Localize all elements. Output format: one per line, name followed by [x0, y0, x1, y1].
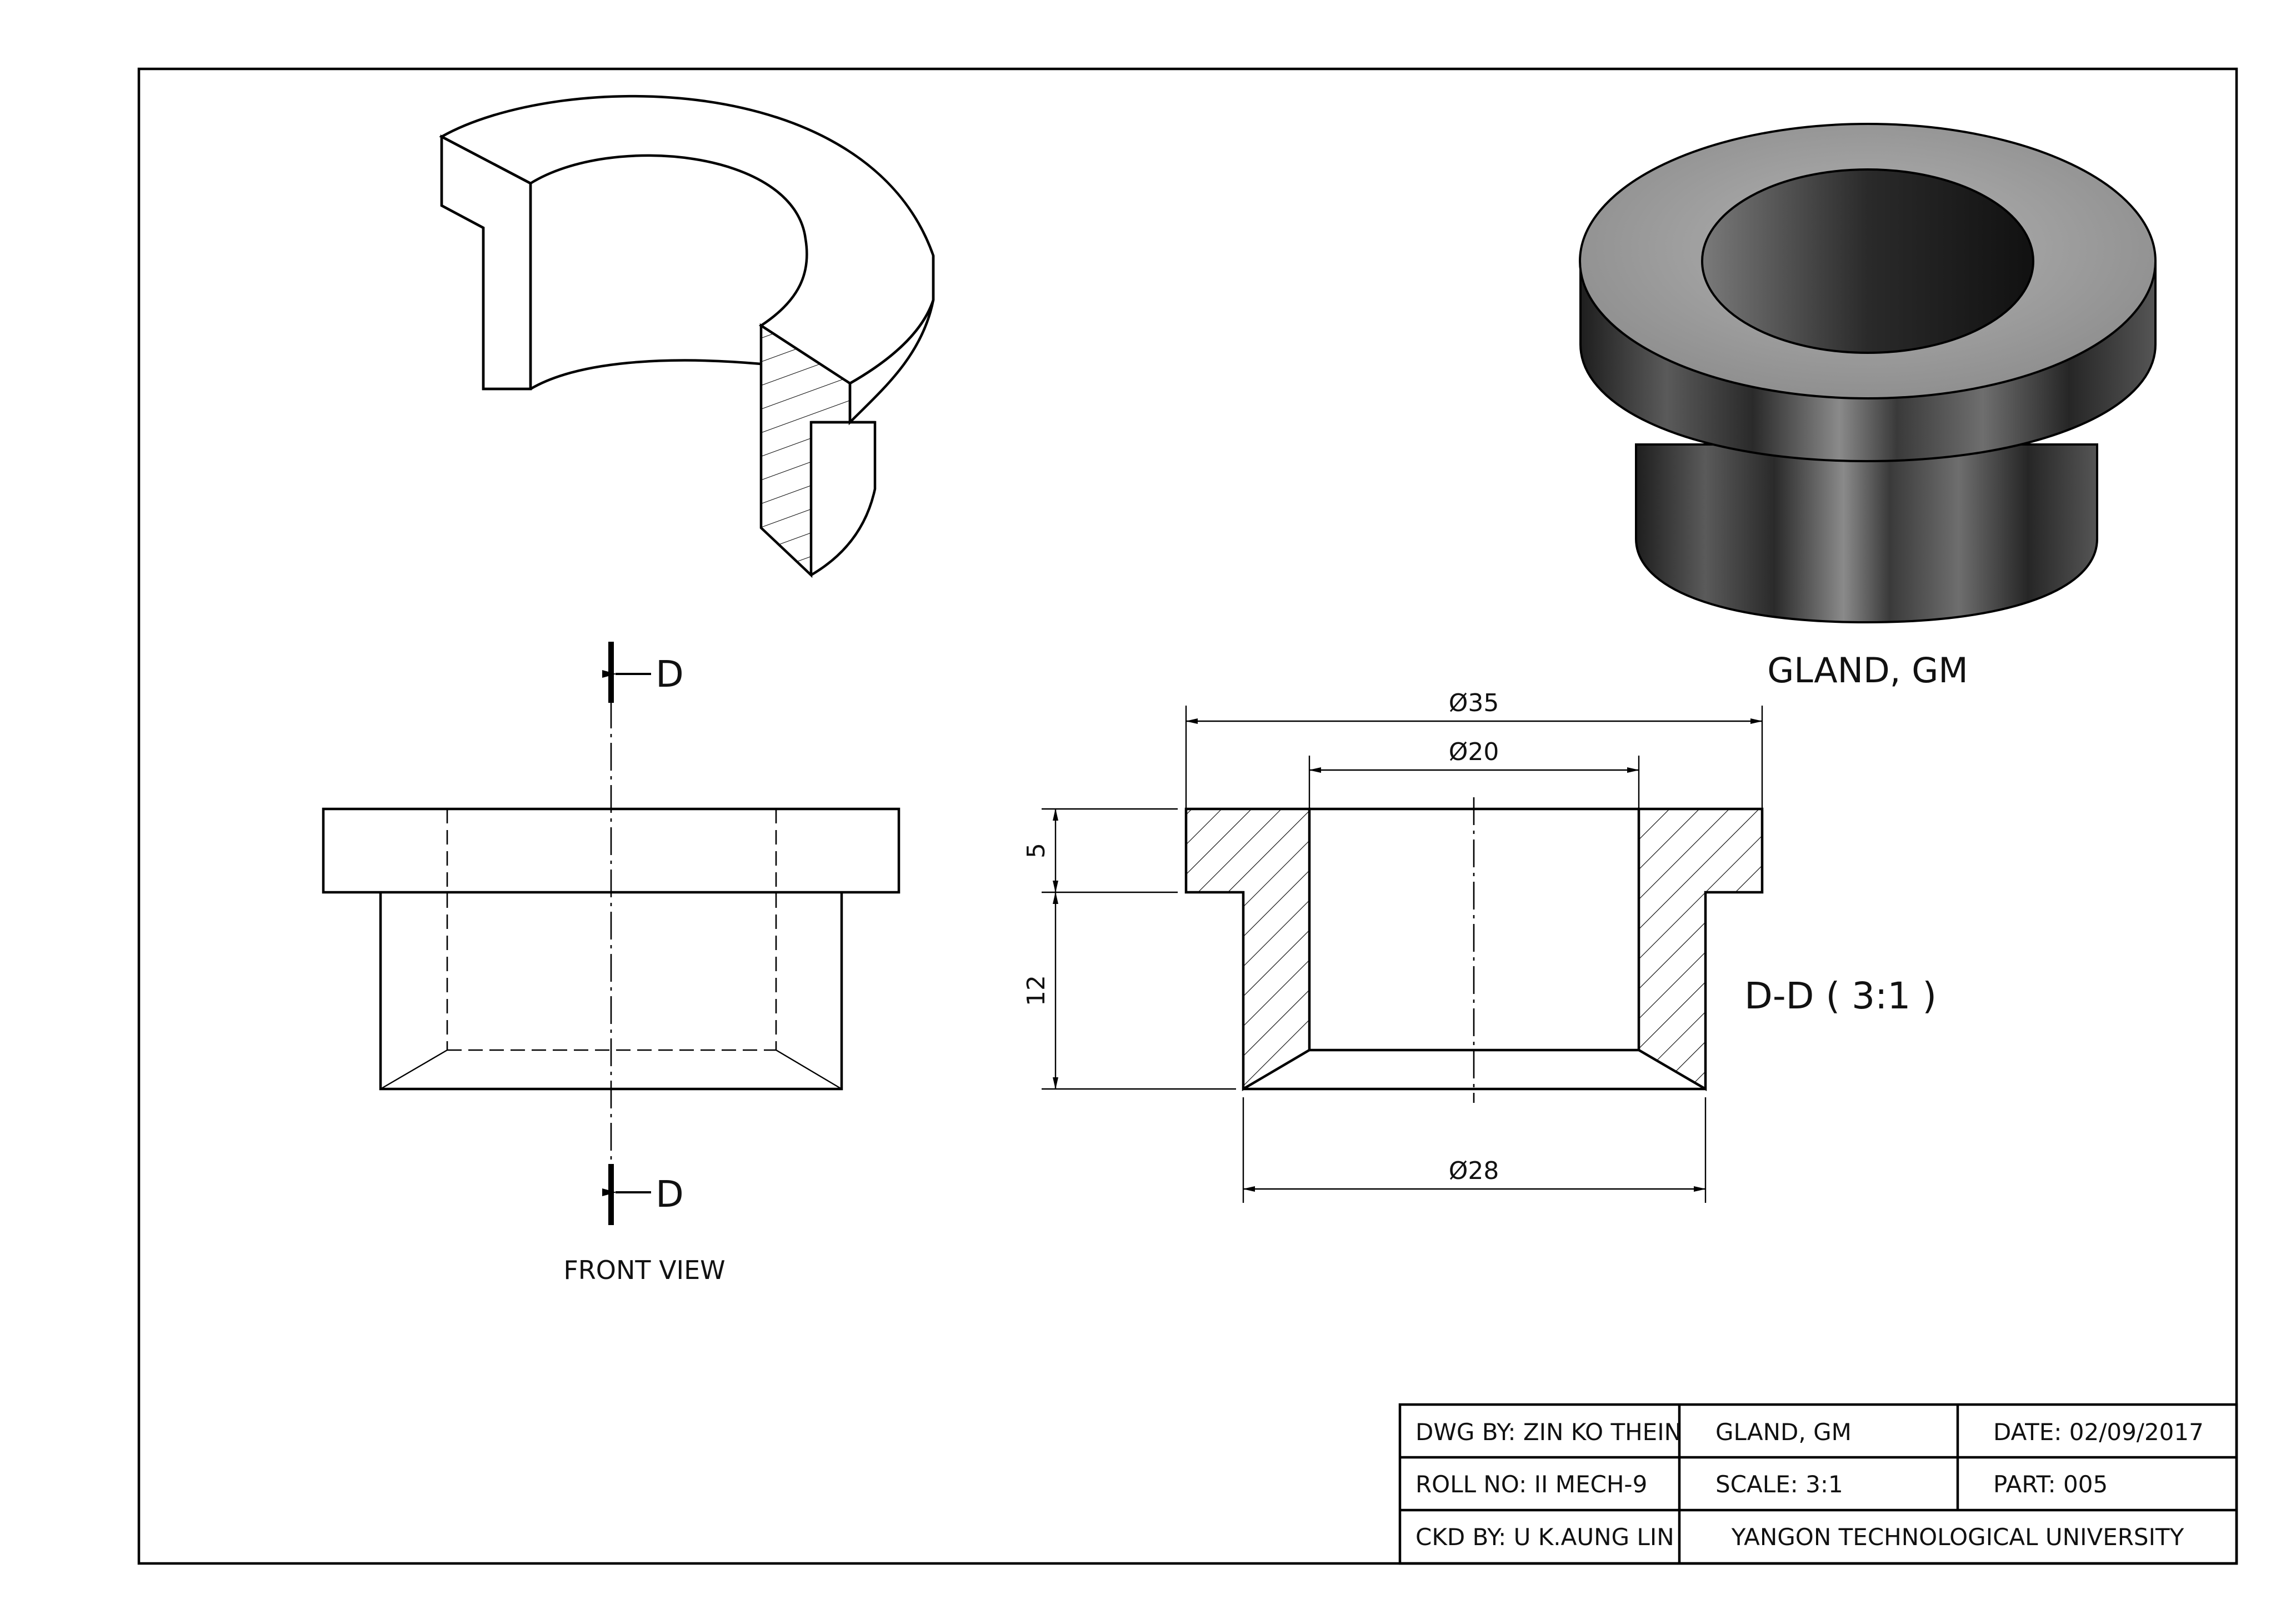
title-part-no: PART: 005: [1993, 1471, 2108, 1498]
title-part-name: GLAND, GM: [1715, 1418, 1852, 1446]
title-scale: SCALE: 3:1: [1715, 1471, 1843, 1498]
dim-outer-flange-diameter: Ø35: [1449, 689, 1499, 717]
section-caption: D-D ( 3:1 ): [1744, 975, 1937, 1017]
dim-bore-diameter: Ø20: [1449, 738, 1499, 766]
title-institution: YANGON TECHNOLOGICAL UNIVERSITY: [1731, 1523, 2184, 1551]
title-date: DATE: 02/09/2017: [1993, 1418, 2204, 1446]
front-view-caption: FRONT VIEW: [563, 1255, 725, 1285]
dim-body-height: 12: [1022, 975, 1051, 1006]
cutting-plane-label-top: D: [656, 653, 684, 696]
front-view: [322, 642, 901, 1225]
cutting-plane-label-bottom: D: [656, 1173, 684, 1216]
dim-body-diameter: Ø28: [1449, 1157, 1499, 1185]
sheet-border: [137, 67, 2238, 1565]
title-drawn-by: DWG BY: ZIN KO THEIN: [1415, 1418, 1682, 1446]
dim-flange-thickness: 5: [1022, 843, 1051, 858]
isometric-section-view: [439, 94, 935, 578]
shaded-3d-render: [1579, 123, 2157, 624]
section-view: [1042, 706, 1764, 1203]
title-block: [1398, 1403, 2238, 1565]
render-caption: GLAND, GM: [1767, 650, 1968, 691]
title-checked-by: CKD BY: U K.AUNG LIN: [1415, 1523, 1674, 1551]
title-roll-no: ROLL NO: II MECH-9: [1415, 1471, 1647, 1498]
